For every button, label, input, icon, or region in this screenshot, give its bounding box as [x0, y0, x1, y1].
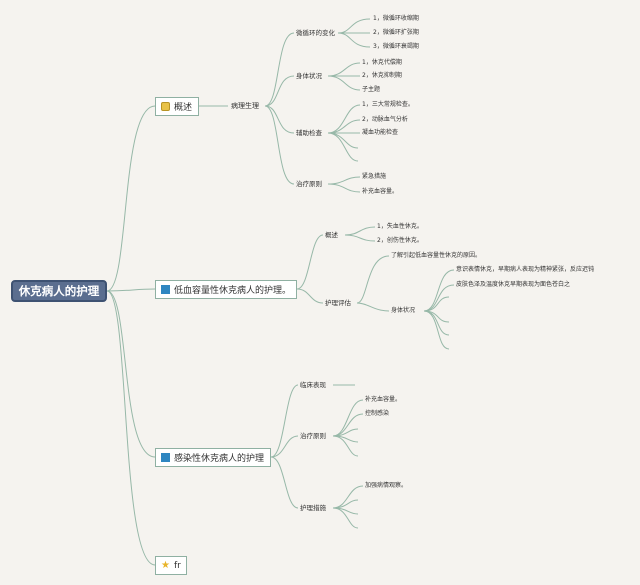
node-micro-item-3[interactable]: 3，微循环衰竭期 — [373, 43, 419, 50]
node-aux-item-1[interactable]: 1，三大常规检查。 — [362, 101, 414, 108]
flag-icon — [161, 285, 170, 294]
node-treat-item-1[interactable]: 紧急措施 — [362, 173, 387, 180]
topic-overview-label: 概述 — [174, 103, 193, 113]
topic-hypovolemic[interactable]: 低血容量性休克病人的护理。 — [155, 280, 297, 299]
topic-hypovolemic-label: 低血容量性休克病人的护理。 — [174, 286, 292, 296]
node-nursing-item-1[interactable]: 加强病情观察。 — [365, 482, 408, 489]
node-septic-treat[interactable]: 治疗原则 — [300, 432, 326, 440]
node-hypo-item-2[interactable]: 2，创伤性休克。 — [377, 237, 423, 244]
node-micro-item-2[interactable]: 2，微循环扩张期 — [373, 29, 419, 36]
node-septic-treat-item-1[interactable]: 补充血容量。 — [365, 396, 402, 403]
node-assess-cause[interactable]: 了解引起低血容量性休克的原因。 — [391, 252, 482, 259]
node-septic-treat-item-2[interactable]: 控制感染 — [365, 410, 390, 417]
node-microcirculation[interactable]: 微循环的变化 — [296, 29, 335, 37]
star-icon: ★ — [161, 559, 170, 571]
flag-icon — [161, 453, 170, 462]
node-nursing-assessment[interactable]: 护理评估 — [325, 299, 351, 307]
node-aux-exam[interactable]: 辅助检查 — [296, 129, 322, 137]
node-body-status[interactable]: 身体状况 — [296, 72, 322, 80]
node-aux-item-3[interactable]: 凝血功能检查 — [362, 129, 399, 136]
topic-fr[interactable]: ★ fr — [155, 556, 187, 575]
node-clinical[interactable]: 临床表现 — [300, 381, 326, 389]
node-nursing-measures[interactable]: 护理措施 — [300, 504, 326, 512]
topic-overview[interactable]: 概述 — [155, 97, 199, 116]
node-body-item-3[interactable]: 子主题 — [362, 86, 381, 93]
node-body-item-1[interactable]: 1，休克代偿期 — [362, 59, 402, 66]
node-treat-item-2[interactable]: 补充血容量。 — [362, 188, 399, 195]
topic-septic[interactable]: 感染性休克病人的护理 — [155, 448, 271, 467]
root-topic[interactable]: 休克病人的护理 — [11, 280, 107, 302]
node-body-item-2[interactable]: 2，休克抑制期 — [362, 72, 402, 79]
node-patho[interactable]: 病理生理 — [231, 102, 259, 110]
node-micro-item-1[interactable]: 1，微循环收缩期 — [373, 15, 419, 22]
node-assess-body-item-2[interactable]: 皮肤色泽及温度休克早期表现为面色苍白之 — [456, 281, 571, 288]
node-hypo-overview[interactable]: 概述 — [325, 231, 338, 239]
node-hypo-item-1[interactable]: 1，失血性休克。 — [377, 223, 423, 230]
node-aux-item-2[interactable]: 2，动脉血气分析 — [362, 116, 408, 123]
node-treat-principle[interactable]: 治疗原则 — [296, 180, 322, 188]
topic-fr-label: fr — [173, 560, 181, 571]
node-assess-body[interactable]: 身体状况 — [391, 307, 416, 314]
package-icon — [161, 102, 170, 111]
node-assess-body-item-1[interactable]: 意识表情休克，早期病人表现为精神紧张，反应迟钝 — [456, 266, 595, 273]
topic-septic-label: 感染性休克病人的护理 — [174, 454, 265, 464]
